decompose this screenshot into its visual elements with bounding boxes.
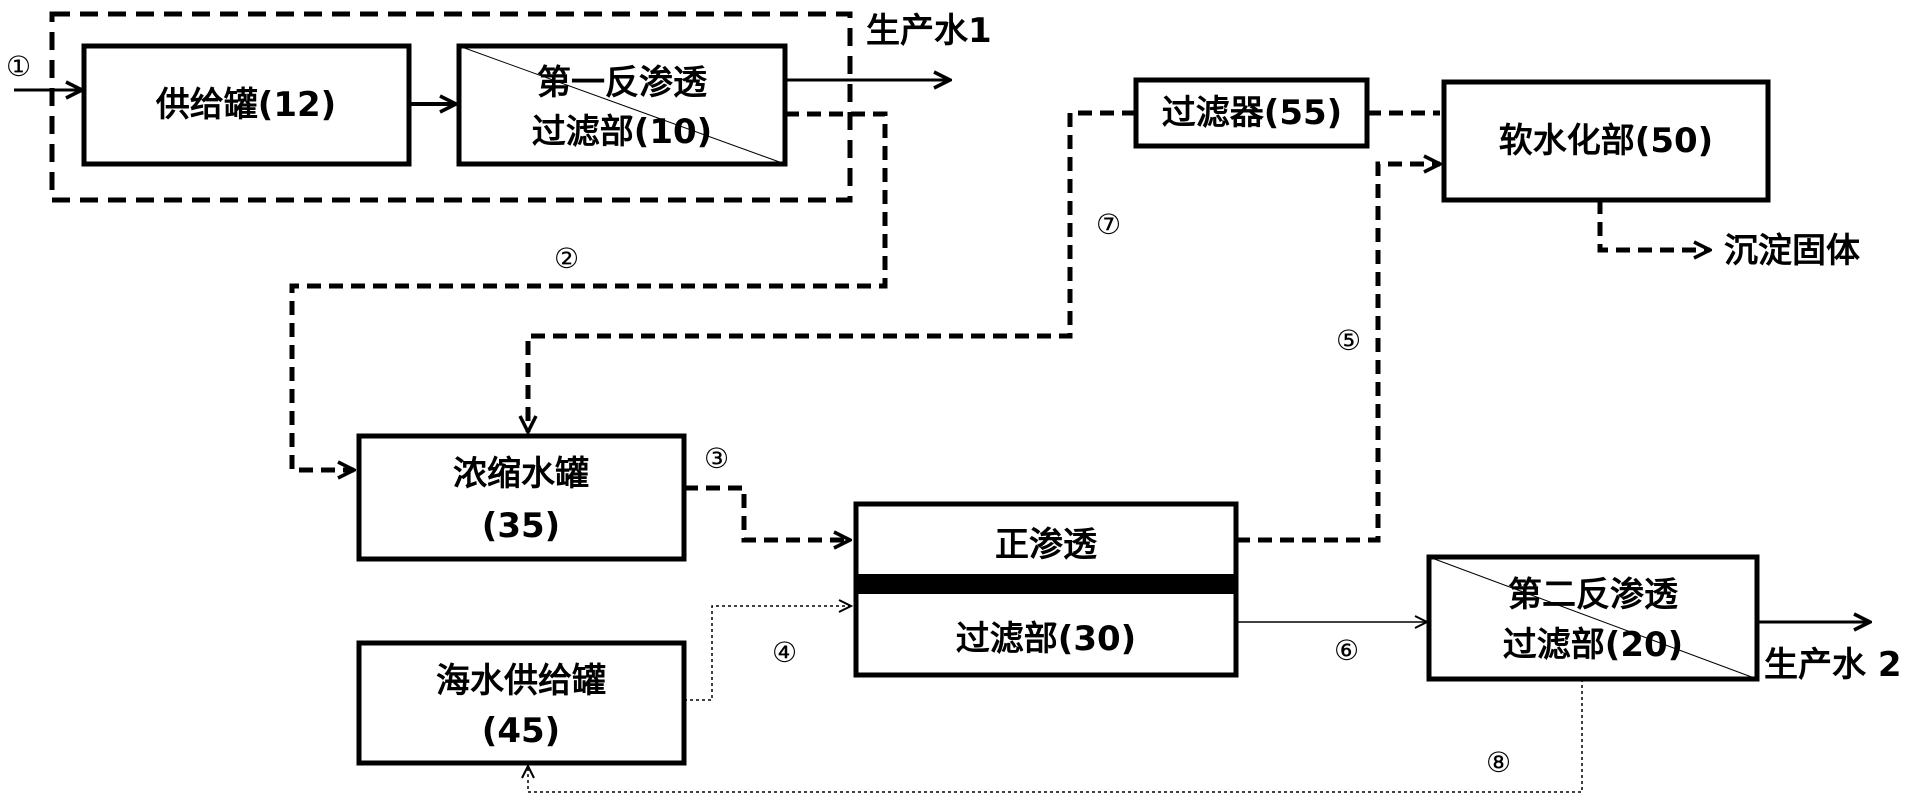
second-ro-label-line1: 第二反渗透: [1508, 575, 1679, 615]
filter-label: 过滤器(55): [1162, 93, 1342, 133]
stream-number-3: ③: [704, 442, 729, 475]
stream-3-line: [684, 485, 850, 540]
stream-number-2: ②: [554, 242, 579, 275]
stream-4-line: [684, 606, 851, 701]
stream-8-line: [528, 679, 1583, 793]
forward-osmosis-label-line2: 过滤部(30): [956, 619, 1136, 659]
precipitated-solids-label: 沉淀固体: [1724, 231, 1860, 271]
supply-tank-label: 供给罐(12): [155, 85, 336, 125]
solids-output-line: [1597, 200, 1710, 250]
stream-number-7: ⑦: [1096, 208, 1121, 241]
stream-number-4: ④: [772, 636, 797, 669]
stream-number-5: ⑤: [1336, 324, 1361, 357]
concentrate-tank-label-line1: 浓缩水罐: [453, 454, 589, 494]
forward-osmosis-label-line1: 正渗透: [995, 525, 1098, 565]
product-water-2-label: 生产水 2: [1764, 645, 1902, 685]
product-water-1-label: 生产水1: [866, 11, 992, 51]
fo-membrane-bar: [856, 574, 1236, 594]
first-ro-label-line2: 过滤部(10): [532, 112, 712, 152]
stream-number-6: ⑥: [1334, 634, 1359, 667]
membrane-diagonal: [458, 45, 786, 165]
forward-osmosis-box: 正渗透 过滤部(30): [853, 501, 1239, 678]
stream-2-line: [289, 111, 888, 470]
membrane-diagonal: [1428, 556, 1758, 680]
softening-label: 软水化部(50): [1499, 121, 1713, 161]
first-ro-label-line1: 第一反渗透: [537, 63, 708, 103]
stream-7-line: [528, 110, 1136, 432]
second-ro-label-line2: 过滤部(20): [1503, 625, 1683, 665]
stream-number-8: ⑧: [1486, 746, 1511, 779]
seawater-tank-label-line2: (45): [482, 711, 560, 751]
supply-tank-box: 供给罐(12): [81, 43, 412, 167]
filter-box: 过滤器(55): [1133, 77, 1370, 149]
softening-box: 软水化部(50): [1441, 79, 1771, 203]
second-ro-box: 第二反渗透 过滤部(20): [1426, 554, 1760, 682]
stream-number-1: ①: [6, 50, 31, 83]
stream-5-line: [1236, 164, 1440, 543]
seawater-tank-label-line1: 海水供给罐: [436, 661, 606, 701]
seawater-tank-box: 海水供给罐 (45): [356, 640, 687, 766]
first-ro-box: 第一反渗透 过滤部(10): [456, 43, 788, 167]
first-ro-enclosure: [49, 11, 853, 203]
concentrate-tank-box: 浓缩水罐 (35): [356, 433, 687, 562]
concentrate-tank-label-line2: (35): [482, 506, 560, 546]
